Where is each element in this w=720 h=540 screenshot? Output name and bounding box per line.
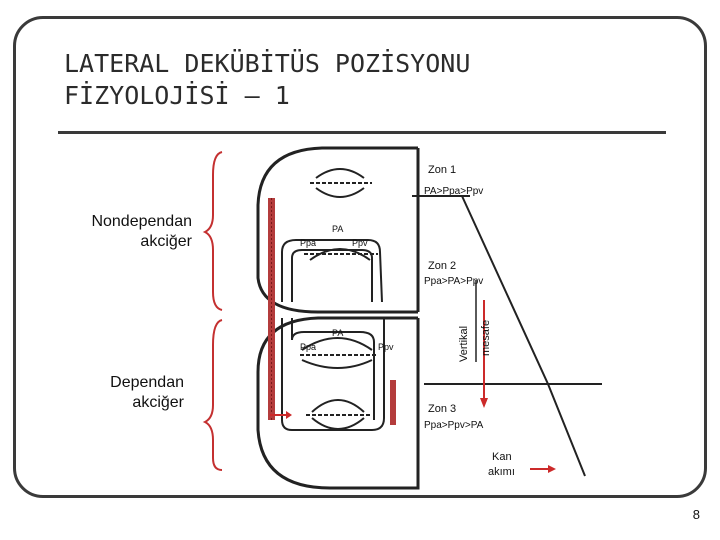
zone1-alveolus — [310, 168, 372, 198]
zone3-lower-alveolus — [306, 399, 370, 430]
outflow-vessel — [390, 380, 396, 425]
zone2-name: Zon 2 — [428, 260, 456, 272]
ppv-label-zone3: Ppv — [378, 342, 394, 352]
slide-title: LATERAL DEKÜBİTÜS POZİSYONU FİZYOLOJİSİ … — [64, 48, 470, 112]
zone1-name: Zon 1 — [428, 164, 456, 176]
lower-lung-outline — [256, 316, 420, 490]
upper-lung-outline — [256, 146, 418, 314]
vertical-vessel-column — [268, 198, 275, 420]
inflow-arrowhead — [286, 411, 292, 419]
pa-label: PA — [332, 224, 343, 234]
title-divider — [58, 131, 666, 134]
dependent-brace — [202, 319, 223, 471]
dependent-label-line-2: akciğer — [132, 394, 184, 411]
dependent-lung-label: Dependan akciğer — [60, 373, 184, 413]
zone3-name: Zon 3 — [428, 403, 456, 415]
blood-flow-label-2: akımı — [488, 466, 515, 478]
nondependent-brace — [202, 151, 223, 311]
title-line-1: LATERAL DEKÜBİTÜS POZİSYONU — [64, 49, 471, 78]
vertical-distance-arrowhead — [480, 398, 488, 408]
dependent-label-line-1: Dependan — [110, 374, 184, 391]
slide-frame — [13, 16, 707, 498]
blood-flow-profile — [461, 195, 586, 477]
blood-flow-arrowhead — [548, 465, 556, 473]
slide-number: 8 — [692, 507, 700, 522]
ppa-label-zone2: Ppa — [300, 238, 316, 248]
zone1-formula: PA>Ppa>Ppv — [424, 186, 483, 197]
zone2-alveolus — [281, 239, 383, 303]
nondependent-lung-label: Nondependan akciğer — [60, 212, 192, 252]
zone2-formula: Ppa>PA>Ppv — [424, 276, 483, 287]
nondependent-label-line-1: Nondependan — [91, 213, 192, 230]
vertical-distance-label-2: mesafe — [480, 320, 492, 356]
title-line-2: FİZYOLOJİSİ – 1 — [64, 81, 290, 110]
vertical-distance-label-1: Vertikal — [458, 326, 470, 362]
ppa-label-zone3: Ppa — [300, 342, 316, 352]
pa-label-zone3: PA — [332, 328, 343, 338]
zone3-upper-vessel — [281, 318, 385, 431]
zone3-formula: Ppa>Ppv>PA — [424, 420, 484, 431]
ppv-label-zone2: Ppv — [352, 238, 368, 248]
nondependent-label-line-2: akciğer — [140, 233, 192, 250]
blood-flow-label-1: Kan — [492, 451, 512, 463]
